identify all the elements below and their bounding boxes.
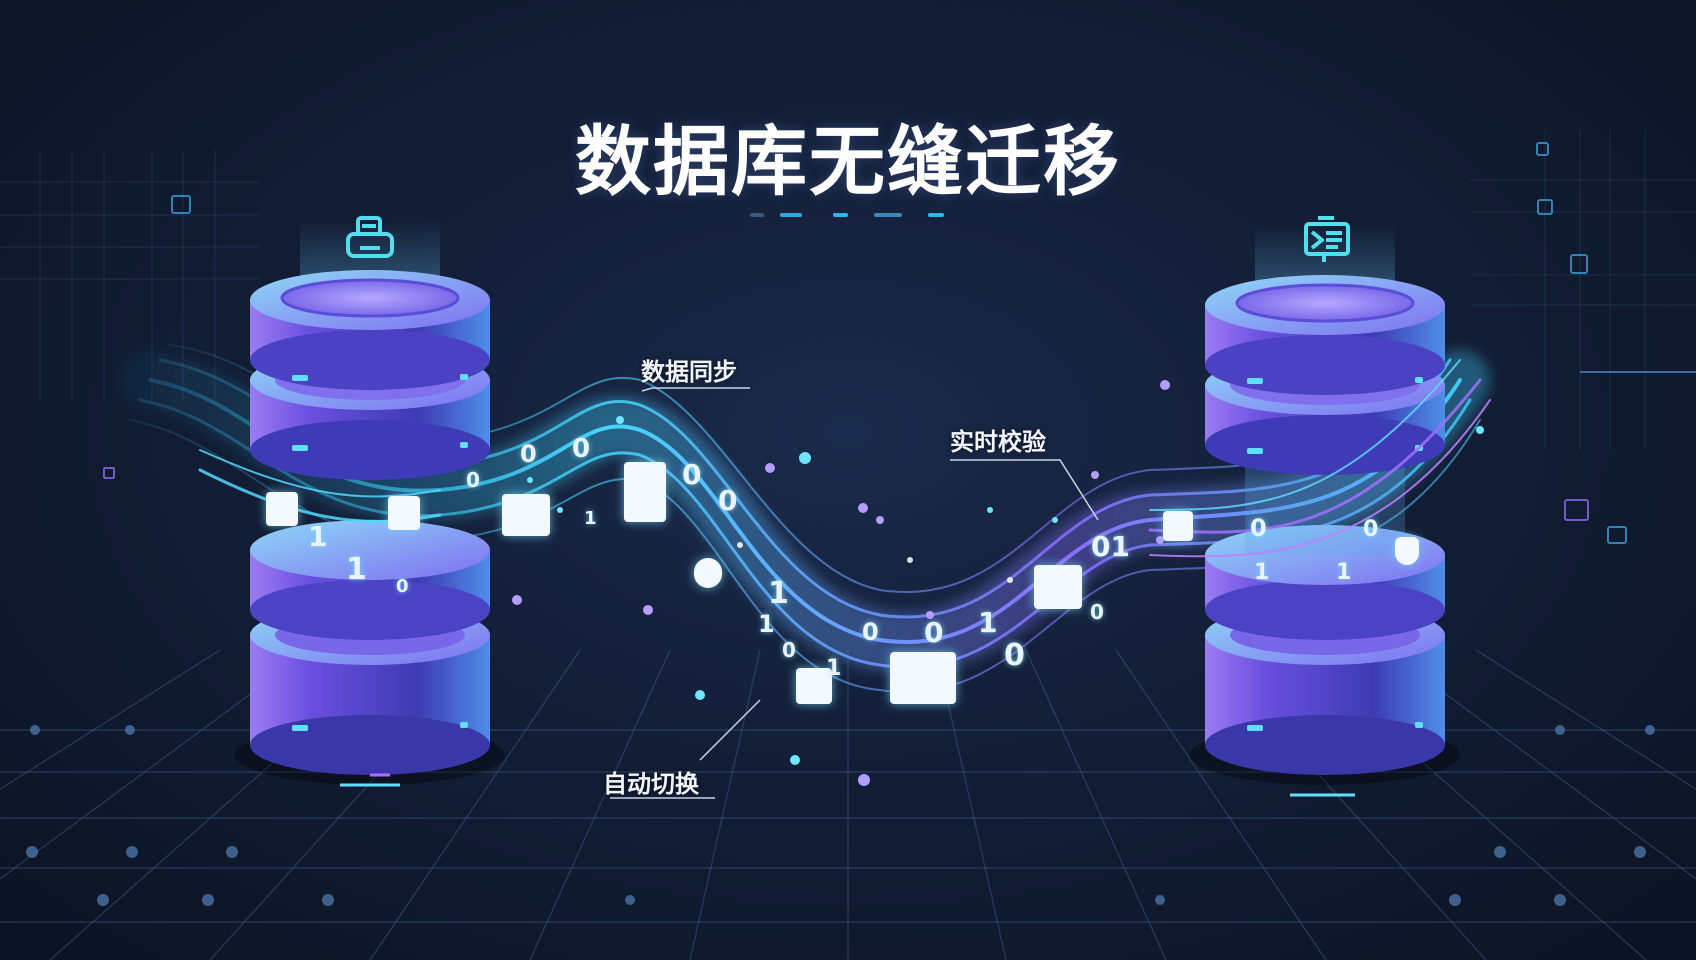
data-bubble-icon — [694, 558, 722, 588]
record-list-icon — [624, 462, 666, 522]
terminal-monitor-icon — [1304, 216, 1350, 262]
label-auto-switch: 自动切换 — [603, 770, 699, 798]
label-realtime-verify: 实时校验 — [950, 428, 1046, 456]
table-sheet-icon — [1034, 565, 1082, 609]
data-badge-icon — [1163, 511, 1193, 541]
document-icon — [388, 496, 420, 530]
table-sheet-icon — [890, 652, 956, 704]
source-database — [235, 220, 505, 787]
page-title: 数据库无缝迁移 — [575, 117, 1121, 206]
target-database — [1190, 225, 1460, 797]
table-sheet-icon — [502, 494, 550, 536]
data-badge-icon — [1395, 537, 1419, 565]
label-data-sync: 数据同步 — [641, 358, 737, 386]
note-icon — [796, 668, 832, 704]
printer-database-icon — [346, 216, 394, 258]
code-file-icon — [266, 492, 298, 526]
